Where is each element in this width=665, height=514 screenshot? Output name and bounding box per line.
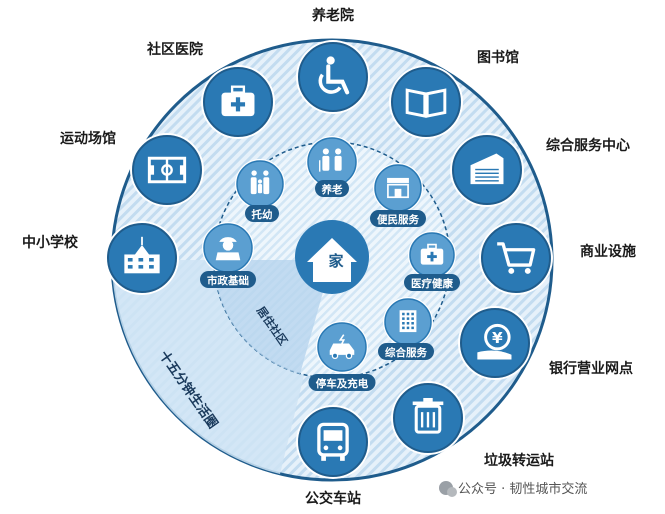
service-label-health: 医疗健康 xyxy=(411,277,453,290)
service-node-municipal: 市政基础 xyxy=(200,222,256,288)
facility-label-service-center: 综合服务中心 xyxy=(546,137,630,154)
ev-car-icon xyxy=(329,334,355,360)
family-icon xyxy=(250,170,270,195)
elderly-couple-icon xyxy=(319,148,342,172)
facility-node-sports: 运动场馆 xyxy=(60,130,204,207)
facility-label-bus: 公交车站 xyxy=(305,490,361,507)
facility-node-bus: 公交车站 xyxy=(296,405,370,507)
office-building-icon xyxy=(470,153,504,185)
facility-node-school: 中小学校 xyxy=(22,221,179,295)
facility-label-library: 图书馆 xyxy=(477,49,519,66)
sports-field-icon xyxy=(147,156,187,184)
service-label-parking: 停车及充电 xyxy=(316,377,369,390)
worker-icon xyxy=(215,237,241,261)
facility-label-sports: 运动场馆 xyxy=(60,130,116,147)
home-label: 家 xyxy=(328,252,343,270)
store-icon xyxy=(387,177,409,199)
service-label-childcare: 托幼 xyxy=(252,208,273,221)
facility-node-waste: 垃圾转运站 xyxy=(391,381,554,469)
facility-label-elderly-home: 养老院 xyxy=(311,7,354,24)
shopping-cart-icon xyxy=(497,242,536,274)
service-node-integrated: 综合服务 xyxy=(378,297,434,360)
service-label-convenience: 便民服务 xyxy=(377,213,419,226)
footer-text: 公众号 · 韧性城市交流 xyxy=(458,481,587,497)
book-icon xyxy=(405,88,447,118)
service-node-childcare: 托幼 xyxy=(235,159,285,222)
facility-node-bank: ¥ 银行营业网点 xyxy=(458,306,633,380)
medical-kit-icon xyxy=(420,243,444,265)
footer: 公众号 · 韧性城市交流 xyxy=(439,481,587,497)
building-icon xyxy=(399,310,417,333)
svg-text:¥: ¥ xyxy=(492,329,503,347)
facility-node-clinic: 社区医院 xyxy=(146,41,275,139)
service-node-health: 医疗健康 xyxy=(404,231,460,291)
service-label-municipal: 市政基础 xyxy=(207,274,249,287)
home-node: 家 xyxy=(295,220,369,294)
facility-label-waste: 垃圾转运站 xyxy=(484,452,554,469)
service-node-convenience: 便民服务 xyxy=(370,163,426,227)
facility-label-clinic: 社区医院 xyxy=(146,41,203,58)
facility-label-school: 中小学校 xyxy=(22,234,79,251)
trash-can-icon xyxy=(412,397,444,434)
facility-node-library: 图书馆 xyxy=(389,49,519,139)
wheelchair-icon xyxy=(318,56,350,95)
facility-label-bank: 银行营业网点 xyxy=(549,360,633,377)
facility-node-commerce: 商业设施 xyxy=(479,221,636,295)
service-node-parking: 停车及充电 xyxy=(308,321,376,391)
facility-node-elderly-home: 养老院 xyxy=(296,7,370,114)
service-label-eldercare: 养老 xyxy=(321,183,343,196)
bus-icon xyxy=(317,422,349,461)
facility-node-service-center: 综合服务中心 xyxy=(450,133,630,207)
medical-kit-icon xyxy=(221,85,255,117)
school-icon xyxy=(124,236,160,274)
facility-label-commerce: 商业设施 xyxy=(580,243,636,260)
yen-hand-icon: ¥ xyxy=(477,323,512,360)
community-wedge xyxy=(213,260,332,374)
service-label-integrated: 综合服务 xyxy=(385,346,427,359)
service-node-eldercare: 养老 xyxy=(306,136,358,197)
